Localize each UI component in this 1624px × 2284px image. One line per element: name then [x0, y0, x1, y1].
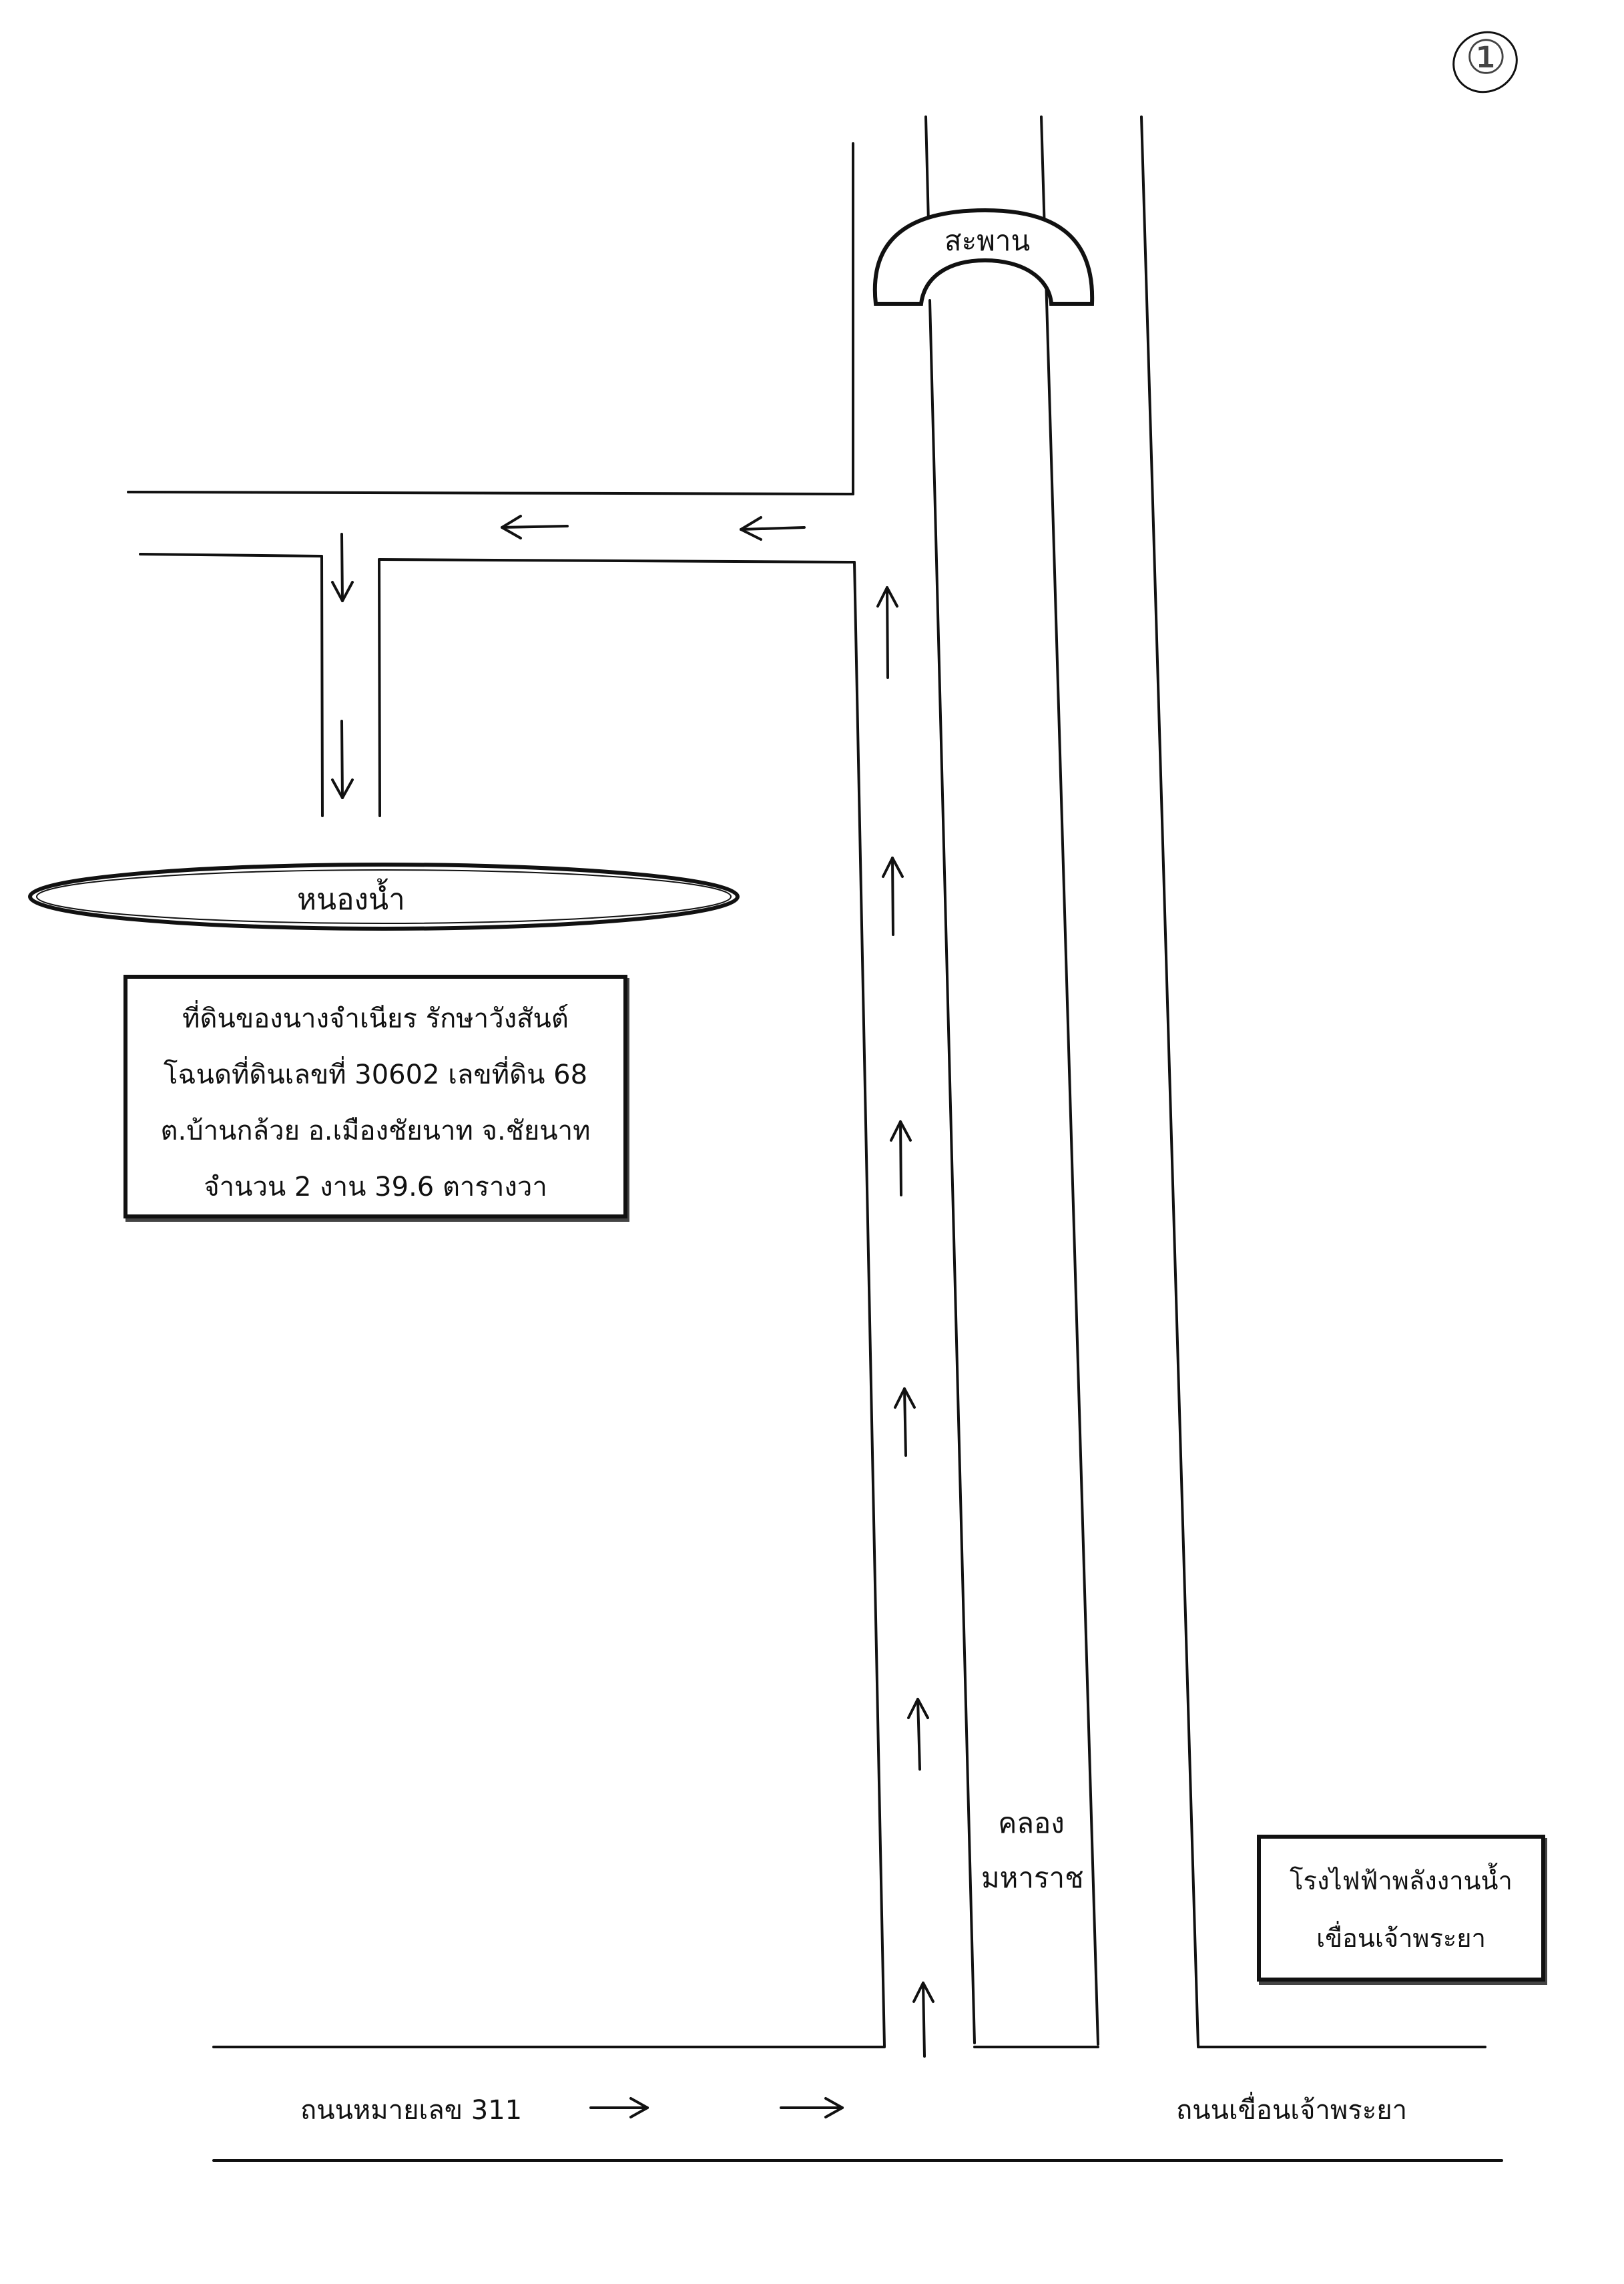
arrow-south-1 [331, 533, 354, 602]
arrow-north-6 [912, 1982, 934, 2058]
arrow-north-3 [890, 1120, 912, 1196]
canal-label: คลอง มหาราช [981, 1796, 1084, 1905]
canal-bank-left-inner [928, 299, 976, 2044]
power-plant-box: โรงไฟฟ้าพลังงานน้ำ เขื่อนเจ้าพระยา [1257, 1835, 1545, 1982]
parcel-location: ต.บ้านกล้วย อ.เมืองชัยนาท จ.ชัยนาท [160, 1116, 591, 1146]
page-number: ① [1465, 30, 1507, 85]
arrow-north-1 [876, 586, 898, 679]
arrow-east-2 [780, 2097, 844, 2118]
page-number-circle [1452, 31, 1518, 93]
left-road-bottom-edge-b [378, 558, 856, 563]
left-road-bottom-edge-a [139, 553, 323, 557]
power-plant-line2: เขื่อนเจ้าพระยา [1316, 1923, 1486, 1953]
pond-lane-right-edge [378, 558, 381, 817]
left-road-top-edge [127, 491, 854, 495]
arrow-north-4 [894, 1387, 916, 1457]
canal-label-line1: คลอง [998, 1807, 1065, 1839]
arrow-east-1 [589, 2097, 649, 2118]
power-plant-line1: โรงไฟฟ้าพลังงานน้ำ [1290, 1866, 1513, 1895]
arrow-north-5 [907, 1698, 929, 1771]
bridge-arch [872, 208, 1095, 306]
parcel-deed: โฉนดที่ดินเลขที่ 30602 เลขที่ดิน 68 [163, 1060, 588, 1090]
highway-311-label: ถนนหมายเลข 311 [300, 2095, 523, 2126]
arrow-north-2 [882, 857, 904, 936]
land-parcel-box: ที่ดินของนางจำเนียร รักษาวังสันต์ โฉนดที… [123, 975, 627, 1218]
dam-road-label: ถนนเขื่อนเจ้าพระยา [1176, 2095, 1408, 2126]
canal-road-left-edge [853, 561, 886, 2048]
pond-outline [28, 863, 740, 931]
arrow-south-2 [331, 720, 354, 799]
parcel-owner: ที่ดินของนางจำเนียร รักษาวังสันต์ [182, 1003, 569, 1034]
arrow-west-1 [740, 516, 806, 541]
canal-bank-right-outer [1140, 116, 1199, 2048]
canal-label-line2: มหาราช [981, 1861, 1084, 1894]
parcel-area: จำนวน 2 งาน 39.6 ตารางวา [204, 1172, 547, 1202]
arrow-west-2 [501, 515, 569, 539]
canal-bank-right-inner-lower [1045, 299, 1099, 2046]
bridge-label: สะพาน [944, 224, 1031, 257]
pond-label: หนองน้ำ [297, 883, 405, 917]
